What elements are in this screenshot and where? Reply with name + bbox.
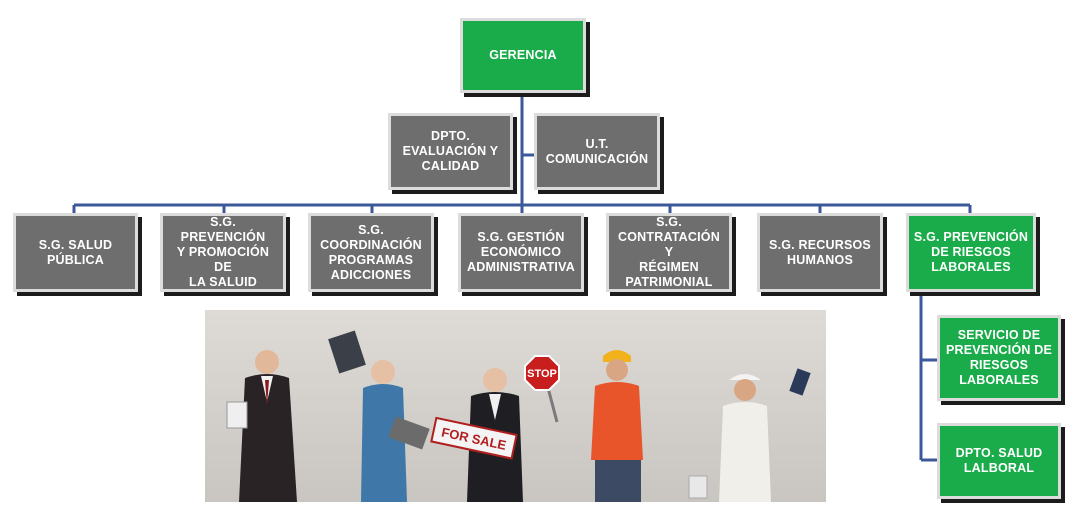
node-label: DPTO. SALUD LALBORAL bbox=[955, 446, 1043, 475]
node-sg-coordinacion-programas-adicciones: S.G. COORDINACIÓN PROGRAMAS ADICCIONES bbox=[308, 213, 434, 292]
node-sg-prevencion-promocion-salud: S.G. PREVENCIÓN Y PROMOCIÓN DE LA SALUID bbox=[160, 213, 286, 292]
node-sg-recursos-humanos: S.G. RECURSOS HUMANOS bbox=[757, 213, 883, 292]
node-sg-contratacion-regimen-patrimonial: S.G. CONTRATACIÓN Y RÉGIMEN PATRIMONIAL bbox=[606, 213, 732, 292]
workers-group-photo: FOR SALE STOP bbox=[205, 310, 826, 502]
node-label: S.G. PREVENCIÓN Y PROMOCIÓN DE LA SALUID bbox=[176, 215, 270, 289]
construction-worker-figure: STOP bbox=[524, 350, 643, 502]
stop-sign-text: STOP bbox=[527, 368, 557, 380]
node-label: GERENCIA bbox=[489, 48, 557, 62]
doctor-figure bbox=[328, 330, 430, 502]
node-sg-prevencion-riesgos-laborales: S.G. PREVENCIÓN DE RIESGOS LABORALES bbox=[906, 213, 1036, 292]
node-sg-gestion-economico-administrativa: S.G. GESTIÓN ECONÓMICO ADMINISTRATIVA bbox=[458, 213, 584, 292]
node-sg-salud-publica: S.G. SALUD PÚBLICA bbox=[13, 213, 138, 292]
node-label: U.T. COMUNICACIÓN bbox=[545, 136, 649, 166]
businessman-figure bbox=[226, 350, 297, 502]
node-servicio-prevencion-riesgos-laborales: SERVICIO DE PREVENCIÓN DE RIESGOS LABORA… bbox=[937, 315, 1061, 401]
node-dpto-salud-laboral: DPTO. SALUD LALBORAL bbox=[937, 423, 1061, 499]
node-label: S.G. GESTIÓN ECONÓMICO ADMINISTRATIVA bbox=[467, 230, 575, 274]
node-label: SERVICIO DE PREVENCIÓN DE RIESGOS LABORA… bbox=[945, 328, 1053, 387]
node-gerencia: GERENCIA bbox=[460, 18, 586, 93]
node-label: S.G. COORDINACIÓN PROGRAMAS ADICCIONES bbox=[320, 222, 422, 282]
node-label: S.G. SALUD PÚBLICA bbox=[38, 237, 113, 267]
node-label: S.G. CONTRATACIÓN Y RÉGIMEN PATRIMONIAL bbox=[618, 215, 720, 289]
node-label: DPTO. EVALUACIÓN Y CALIDAD bbox=[402, 129, 499, 173]
node-dpto-evaluacion-calidad: DPTO. EVALUACIÓN Y CALIDAD bbox=[388, 113, 513, 190]
node-label: S.G. PREVENCIÓN DE RIESGOS LABORALES bbox=[913, 230, 1029, 274]
node-label: S.G. RECURSOS HUMANOS bbox=[769, 237, 871, 267]
painter-figure bbox=[688, 368, 811, 502]
node-ut-comunicacion: U.T. COMUNICACIÓN bbox=[534, 113, 660, 190]
